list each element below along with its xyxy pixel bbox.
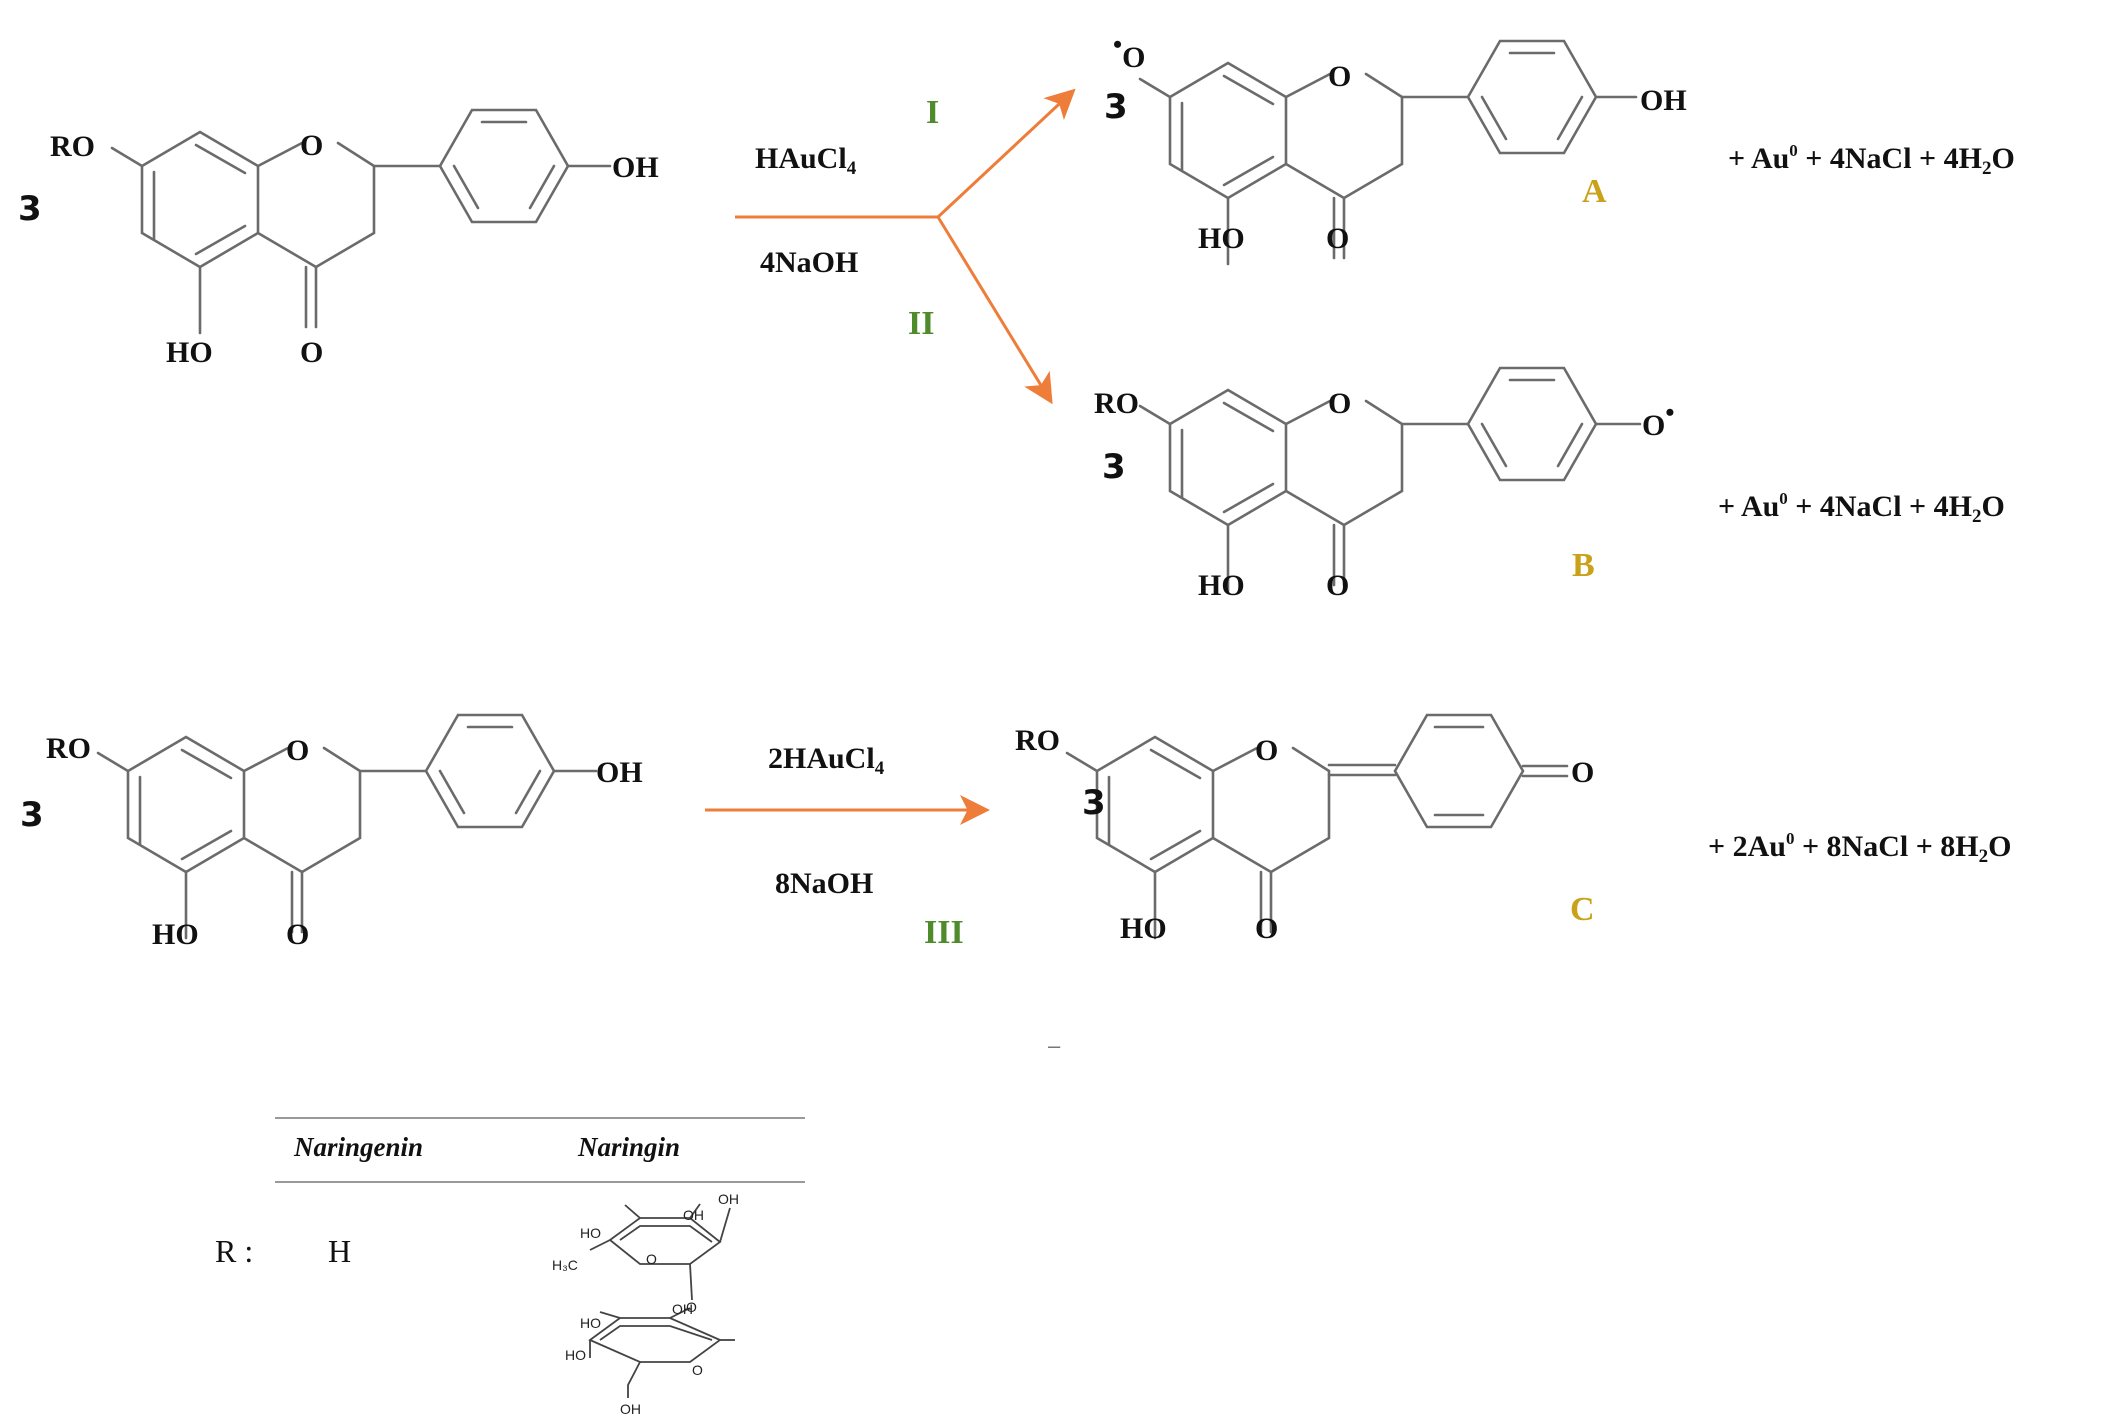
ring-oxygen-label: O <box>1328 387 1351 420</box>
hydroxyl-label: OH <box>1640 84 1687 117</box>
hydroxyl-label: OH <box>596 756 643 789</box>
ro-label: RO <box>1094 387 1139 420</box>
naringin-header: Naringin <box>577 1132 680 1162</box>
svg-text:O: O <box>646 1251 657 1267</box>
ring-oxygen-label: O <box>286 734 309 767</box>
ho-label: HO <box>166 336 213 369</box>
svg-text:OH: OH <box>620 1401 641 1417</box>
ho-label: HO <box>1120 912 1167 945</box>
phenoxy-radical-label: O• <box>1642 398 1674 442</box>
product-c-coefficient: 3 <box>1082 783 1106 823</box>
ring-oxygen-label: O <box>1255 734 1278 767</box>
ring-oxygen-label: O <box>300 129 323 162</box>
ho-label: HO <box>1198 222 1245 255</box>
naringin-sugar-structure: HO OH OH H₃C O O HO OH HO O OH <box>552 1191 739 1417</box>
svg-text:HO: HO <box>580 1225 601 1241</box>
ketone-oxygen-label: O <box>286 918 309 951</box>
reagent-2haucl4: 2HAuCl4 <box>768 742 885 779</box>
svg-text:OH: OH <box>683 1207 704 1223</box>
ketone-oxygen-label: O <box>300 336 323 369</box>
reagent-haucl4: HAuCl4 <box>755 142 857 179</box>
substituent-table: Naringenin Naringin R : H <box>215 1117 805 1269</box>
ketone-oxygen-label: O <box>1326 569 1349 602</box>
product-c: O RO O HO O <box>1015 713 1594 945</box>
product-label-b: B <box>1572 547 1595 584</box>
stray-dash: – <box>1048 1033 1061 1058</box>
byproducts-b: + Au0 + 4NaCl + 4H2O <box>1718 489 2005 527</box>
path-label-ii: II <box>908 305 934 342</box>
svg-text:HO: HO <box>565 1347 586 1363</box>
svg-text:OH: OH <box>718 1191 739 1207</box>
svg-text:H₃C: H₃C <box>552 1257 578 1273</box>
reactant-2-coefficient: 3 <box>20 795 44 835</box>
ro-label: RO <box>1015 724 1060 757</box>
ho-label: HO <box>152 918 199 951</box>
svg-text:OH: OH <box>672 1301 693 1317</box>
reagent-naoh: 4NaOH <box>760 246 858 279</box>
ring-oxygen-label: O <box>1328 60 1351 93</box>
phenoxy-radical-label: •O <box>1113 30 1145 74</box>
path-label-i: I <box>926 94 939 131</box>
naringenin-r-value: H <box>328 1233 351 1269</box>
byproducts-c: + 2Au0 + 8NaCl + 8H2O <box>1708 829 2012 867</box>
product-a-coefficient: 3 <box>1104 87 1128 127</box>
reagent-8naoh: 8NaOH <box>775 867 873 900</box>
ro-label: RO <box>46 732 91 765</box>
reactant-2: O RO OH HO O <box>46 713 643 951</box>
r-label: R : <box>215 1233 253 1269</box>
ketone-oxygen-label: O <box>1255 912 1278 945</box>
branching-arrow <box>735 88 1076 405</box>
ketone-oxygen-label: O <box>1326 222 1349 255</box>
byproducts-a: + Au0 + 4NaCl + 4H2O <box>1728 141 2015 179</box>
reactant-1-coefficient: 3 <box>18 189 42 229</box>
reactant-1: O RO OH HO O <box>50 108 659 369</box>
product-b: O RO O• HO O <box>1094 366 1674 602</box>
product-b-coefficient: 3 <box>1102 447 1126 487</box>
ho-label: HO <box>1198 569 1245 602</box>
svg-text:HO: HO <box>580 1315 601 1331</box>
svg-text:O: O <box>686 1299 697 1315</box>
ro-label: RO <box>50 130 95 163</box>
svg-text:O: O <box>692 1362 703 1378</box>
path-label-iii: III <box>924 914 964 951</box>
product-label-c: C <box>1570 891 1595 928</box>
hydroxyl-label: OH <box>612 151 659 184</box>
quinone-oxygen-label: O <box>1571 756 1594 789</box>
product-a: O •O OH HO O <box>1113 30 1687 266</box>
naringenin-header: Naringenin <box>293 1132 423 1162</box>
product-label-a: A <box>1582 173 1607 210</box>
